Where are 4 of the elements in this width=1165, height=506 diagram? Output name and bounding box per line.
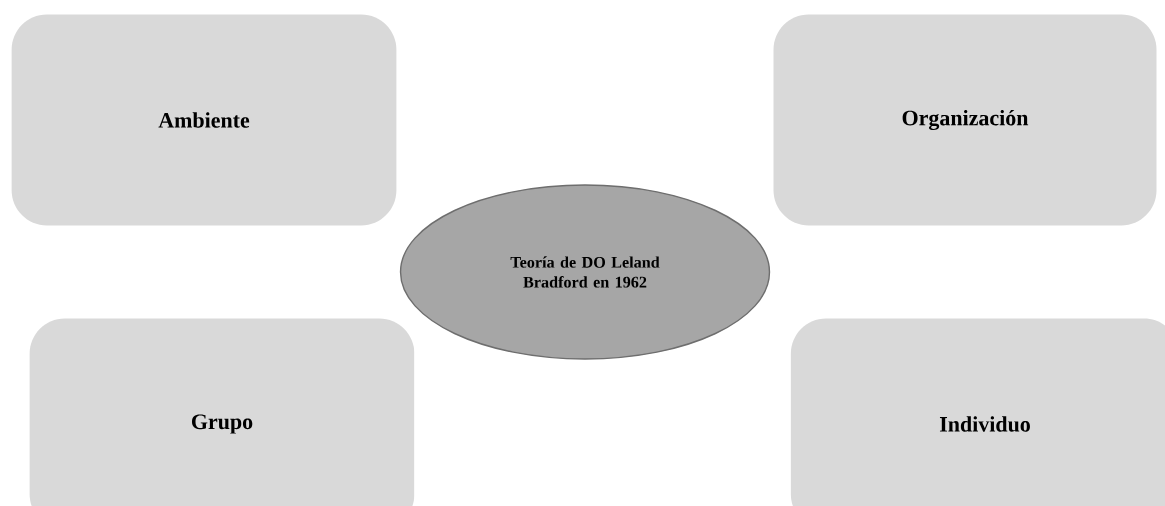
concept-box: Individuo [790,318,1165,506]
concept-box: Organización [773,14,1157,226]
concept-box: Grupo [29,318,415,506]
concept-box: Ambiente [11,14,397,226]
